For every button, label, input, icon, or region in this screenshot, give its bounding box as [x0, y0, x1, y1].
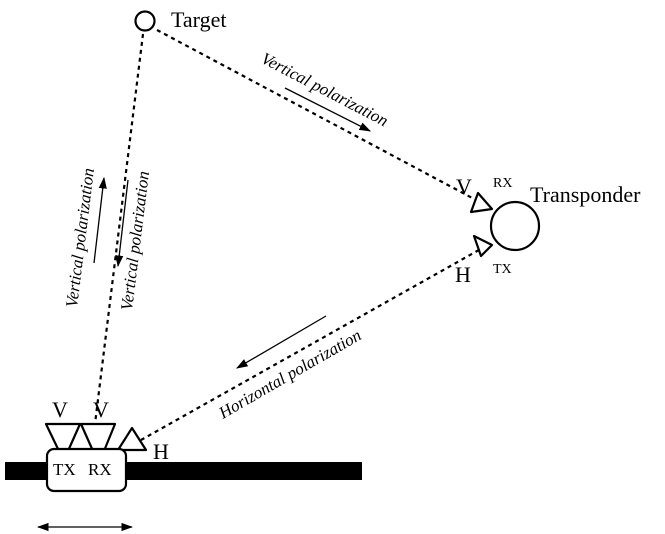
radar-rx-tag: RX [88, 460, 112, 479]
transponder-tx-antenna [472, 234, 494, 258]
arrow-target-to-radar [115, 179, 129, 268]
radar-h-antenna [116, 426, 148, 452]
transponder-tx-pol-label: H [455, 262, 471, 287]
label-target-to-radar: Vertical polarization [117, 170, 153, 312]
radar-tx-tag: TX [53, 460, 76, 479]
transponder-circle [489, 200, 541, 252]
target-label: Target [171, 7, 226, 32]
radar-box [45, 447, 128, 493]
transponder-rx-tag: RX [493, 176, 512, 191]
arrow-target-to-transponder [284, 87, 372, 132]
label-transponder-to-radar: Horizontal polarization [215, 325, 365, 422]
radar-rx-antenna [79, 422, 117, 453]
transponder-rx-pol-label: V [456, 174, 472, 199]
radar-h-pol-label: H [153, 439, 169, 464]
arrow-transponder-to-radar [235, 315, 327, 369]
transponder-tx-tag: TX [493, 262, 512, 277]
target-circle [134, 10, 156, 32]
radar-tx-antenna [44, 422, 82, 453]
path-target-transponder [156, 29, 477, 201]
transponder-label: Transponder [530, 182, 641, 207]
transponder-rx-antenna [469, 191, 494, 214]
path-transponder-radar [140, 245, 487, 441]
radar-rx-pol-label: V [93, 397, 109, 422]
arrow-radar-to-target [93, 176, 107, 264]
radar-tx-pol-label: V [52, 397, 68, 422]
label-target-to-transponder: Vertical polarization [258, 49, 391, 131]
label-radar-to-target: Vertical polarization [62, 167, 98, 309]
